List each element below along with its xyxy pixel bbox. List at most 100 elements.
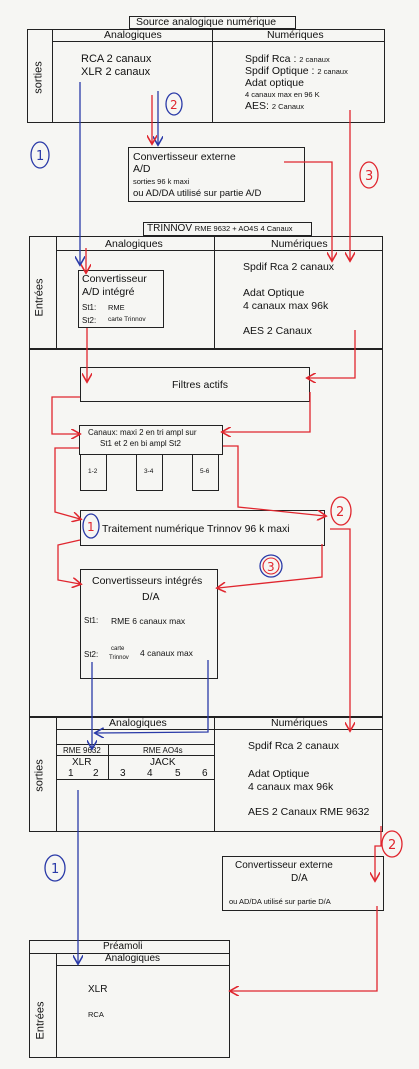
source-title-box (129, 16, 296, 29)
trinnov-out-digital-4: AES 2 Canaux RME 9632 (248, 806, 370, 818)
dac-title-2: D/A (142, 591, 160, 603)
trinnov-title: TRINNOV RME 9632 + AO4S 4 Canaux (147, 224, 293, 234)
ext-ad-line-2: ou AD/DA utilisé sur partie A/D (133, 188, 262, 199)
out-number-1: 1 (68, 768, 74, 779)
out-number-5: 5 (175, 768, 181, 779)
adc-st1-value: RME (108, 303, 125, 312)
trinnov-out-digital-3: 4 canaux max 96k (248, 781, 334, 793)
ext-da-subtitle: D/A (291, 873, 308, 884)
marker-2-bottom: 2 (388, 838, 396, 853)
channel-group-5-6 (192, 454, 219, 491)
preamp-side-divider (56, 953, 58, 1058)
trinnov-in-digital-1: Spdif Rca 2 canaux (243, 261, 335, 273)
source-digital-line-1-small: 2 canaux (299, 55, 330, 64)
source-header-line (52, 41, 385, 43)
trinnov-in-analog-header: Analogiques (105, 238, 163, 250)
trinnov-inputs-col-divider (214, 236, 216, 349)
ext-da-line-1: ou AD/DA utilisé sur partie D/A (229, 897, 331, 906)
source-analog-line-2: XLR 2 canaux (81, 66, 151, 78)
trinnov-outputs-header-line (56, 729, 383, 731)
preamp-line-rca: RCA (88, 1010, 104, 1019)
marker-circle-1-top: 1 (30, 141, 50, 169)
dac-st2-small-2: Trinnov (109, 655, 129, 661)
source-digital-line-1-main: Spdif Rca : (245, 53, 297, 65)
adc-title-2: A/D intégré (82, 286, 135, 298)
processing-box (80, 510, 325, 546)
trinnov-outputs-label: sorties (33, 759, 46, 792)
channel-group-label-2: 3-4 (144, 468, 154, 475)
dac-st1-value: RME 6 canaux max (111, 616, 186, 626)
preamp-header-line (56, 965, 230, 967)
preamp-title: Préamoli (103, 941, 143, 952)
trinnov-in-digital-2: Adat Optique (243, 287, 305, 299)
trinnov-out-digital-1: Spdif Rca 2 canaux (248, 740, 340, 752)
trinnov-title-main: TRINNOV (147, 223, 192, 234)
source-digital-line-1: Spdif Rca : 2 canaux (245, 54, 330, 65)
trinnov-inputs-side-divider (56, 236, 58, 349)
out-connector-row-line-2 (56, 755, 214, 756)
marker-1-bottom: 1 (51, 862, 59, 877)
trinnov-out-digital-2: Adat Optique (248, 768, 310, 780)
source-digital-line-2-small: 2 canaux (317, 67, 348, 76)
trinnov-outputs-side-divider (56, 717, 58, 832)
out-connector-row-line-3 (56, 779, 214, 780)
source-digital-line-2-main: Spdif Optique : (245, 65, 315, 77)
preamp-box (29, 953, 230, 1058)
dac-st2-value: 4 canaux max (140, 648, 193, 658)
channel-group-3-4 (136, 454, 163, 491)
trinnov-outputs-col-divider (214, 717, 216, 832)
source-analog-line-1: RCA 2 canaux (81, 53, 152, 65)
out-rme-label: RME 9632 (63, 746, 101, 755)
source-digital-line-4: 4 canaux max en 96 K (245, 90, 320, 99)
source-side-divider (52, 29, 54, 123)
source-block (27, 29, 385, 123)
dac-title-1: Convertisseurs intégrés (92, 575, 203, 587)
preamp-line-xlr: XLR (88, 984, 108, 995)
out-ao4s-label: RME AO4s (143, 746, 183, 755)
trinnov-out-digital-header: Numériques (271, 717, 328, 729)
filters-label: Filtres actifs (172, 379, 229, 391)
out-number-3: 3 (120, 768, 126, 779)
ext-ad-line-1: sorties 96 k maxi (133, 177, 190, 186)
channel-group-label-1: 1-2 (88, 468, 98, 475)
source-analog-header: Analogiques (104, 29, 162, 41)
processing-label: Traitement numérique Trinnov 96 k maxi (102, 523, 290, 535)
trinnov-in-digital-3: 4 canaux max 96k (243, 300, 329, 312)
trinnov-in-digital-4: AES 2 Canaux (243, 325, 312, 337)
preamp-side-label: Entrées (34, 1001, 47, 1040)
marker-3-top: 3 (365, 169, 373, 184)
marker-circle-3-top: 3 (359, 161, 379, 189)
out-xlr-label: XLR (72, 757, 92, 768)
marker-circle-1-bottom: 1 (44, 854, 66, 882)
marker-1-top: 1 (36, 149, 44, 164)
out-jack-label: JACK (150, 757, 176, 768)
trinnov-in-digital-header: Numériques (271, 238, 328, 250)
adc-box (78, 270, 164, 328)
source-side-label: sorties (32, 61, 45, 94)
ext-ad-title: Convertisseur externe (133, 151, 236, 163)
channel-group-label-3: 5-6 (200, 468, 210, 475)
out-number-2: 2 (93, 768, 99, 779)
source-digital-header: Numériques (267, 29, 324, 41)
filters-box (80, 367, 310, 402)
trinnov-inputs-header-line (56, 250, 383, 252)
source-digital-line-5-small: 2 Canaux (271, 102, 304, 111)
preamp-analog-header: Analogiques (105, 953, 161, 964)
channels-line-2: St1 et 2 en bi ampl St2 (100, 439, 181, 448)
path-red-ext-da-to-preamp (231, 906, 378, 991)
source-title: Source analogique numérique (136, 16, 277, 28)
channel-group-1-2 (80, 454, 107, 491)
dac-st2-small-1: carte (111, 646, 125, 652)
trinnov-inputs-box (29, 236, 383, 349)
trinnov-inputs-label: Entrées (33, 278, 46, 317)
ext-ad-subtitle: A/D (133, 163, 151, 175)
dac-st2-label: St2: (84, 650, 99, 659)
out-connector-row-line-1 (56, 744, 214, 745)
out-number-6: 6 (202, 768, 208, 779)
trinnov-title-small: RME 9632 + AO4S 4 Canaux (194, 224, 293, 233)
adc-st2-value: carte Trinnov (108, 316, 146, 323)
source-digital-line-5: AES: 2 Canaux (245, 101, 304, 112)
source-digital-line-3: Adat optique (245, 77, 304, 89)
channels-line-1: Canaux: maxi 2 en tri ampl sur (88, 428, 197, 437)
adc-title-1: Convertisseur (82, 273, 147, 285)
